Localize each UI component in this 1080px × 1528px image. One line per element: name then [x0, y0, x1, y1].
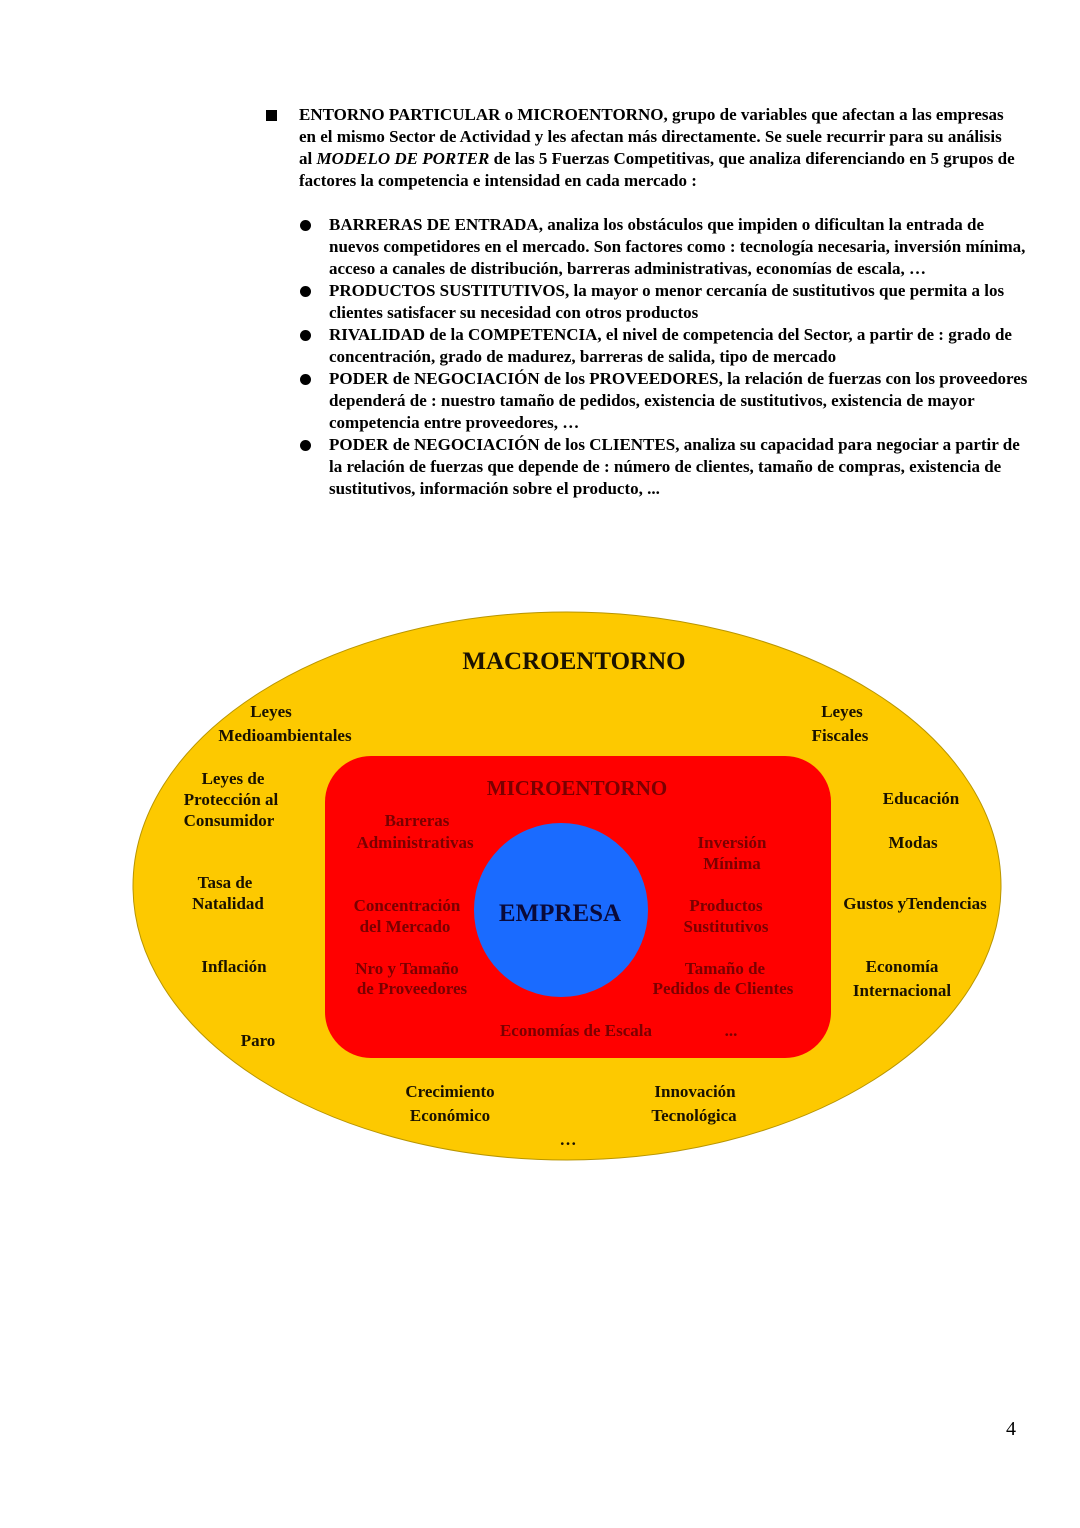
list-item: PODER de NEGOCIACIÓN de los PROVEEDORES,…	[300, 368, 1046, 434]
micro-proveedores-2: de Proveedores	[357, 979, 468, 998]
force-barreras-entrada: BARRERAS DE ENTRADA, analiza los obstácu…	[329, 215, 1026, 278]
text-section: ENTORNO PARTICULAR o MICROENTORNO, grupo…	[266, 104, 1046, 500]
bullet-dot-icon	[300, 286, 311, 297]
macro-innovacion-2: Tecnológica	[651, 1106, 737, 1125]
macro-ellipsis: …	[560, 1130, 577, 1149]
macro-modas: Modas	[888, 833, 938, 852]
micro-economias-escala: Economías de Escala	[500, 1021, 653, 1040]
micro-pedidos-2: Pedidos de Clientes	[653, 979, 794, 998]
macro-natalidad-2: Natalidad	[192, 894, 264, 913]
square-bullet-icon	[266, 110, 277, 121]
porter-model-emphasis: MODELO DE PORTER	[316, 149, 490, 168]
bullet-dot-icon	[300, 374, 311, 385]
micro-proveedores-1: Nro y Tamaño	[355, 959, 459, 978]
micro-concentracion-2: del Mercado	[360, 917, 451, 936]
macro-natalidad-1: Tasa de	[198, 873, 253, 892]
macro-proteccion-consumidor-3: Consumidor	[184, 811, 275, 830]
entorno-particular-paragraph: ENTORNO PARTICULAR o MICROENTORNO, grupo…	[299, 104, 1015, 192]
list-item: PRODUCTOS SUSTITUTIVOS, la mayor o menor…	[300, 280, 1046, 324]
macro-leyes-medioambientales-1: Leyes	[250, 702, 292, 721]
intro-text-after: de las 5 Fuerzas Competitivas, que anali…	[299, 149, 1015, 190]
macro-crecimiento-2: Económico	[410, 1106, 490, 1125]
micro-concentracion-1: Concentración	[354, 896, 461, 915]
macro-leyes-fiscales-1: Leyes	[821, 702, 863, 721]
macro-innovacion-1: Innovación	[654, 1082, 736, 1101]
micro-sustitutivos-1: Productos	[689, 896, 763, 915]
bullet-dot-icon	[300, 220, 311, 231]
micro-inversion-2: Mínima	[703, 854, 761, 873]
microentorno-title: MICROENTORNO	[487, 776, 667, 800]
micro-pedidos-1: Tamaño de	[685, 959, 766, 978]
empresa-circle	[474, 823, 648, 997]
entorno-particular-item: ENTORNO PARTICULAR o MICROENTORNO, grupo…	[266, 104, 1046, 192]
macro-gustos-tendencias: Gustos yTendencias	[843, 894, 987, 913]
bullet-dot-icon	[300, 330, 311, 341]
empresa-label: EMPRESA	[499, 900, 621, 927]
micro-sustitutivos-2: Sustitutivos	[683, 917, 768, 936]
macro-proteccion-consumidor-2: Protección al	[184, 790, 279, 809]
intro-text-before: ENTORNO PARTICULAR o MICROENTORNO, grupo…	[299, 105, 1004, 168]
force-poder-clientes: PODER de NEGOCIACIÓN de los CLIENTES, an…	[329, 435, 1020, 498]
macro-educacion: Educación	[883, 789, 960, 808]
macro-leyes-fiscales-2: Fiscales	[812, 726, 869, 745]
micro-inversion-1: Inversión	[698, 833, 768, 852]
macro-economia-internacional-1: Economía	[866, 957, 939, 976]
macro-inflacion: Inflación	[201, 957, 267, 976]
list-item: RIVALIDAD de la COMPETENCIA, el nivel de…	[300, 324, 1046, 368]
force-poder-proveedores: PODER de NEGOCIACIÓN de los PROVEEDORES,…	[329, 369, 1028, 432]
micro-barreras-2: Administrativas	[356, 833, 474, 852]
page-number: 4	[1006, 1418, 1016, 1440]
macro-economia-internacional-2: Internacional	[853, 981, 952, 1000]
list-item: PODER de NEGOCIACIÓN de los CLIENTES, an…	[300, 434, 1046, 500]
micro-barreras-1: Barreras	[385, 811, 450, 830]
micro-ellipsis: ...	[725, 1021, 738, 1040]
force-productos-sustitutivos: PRODUCTOS SUSTITUTIVOS, la mayor o menor…	[329, 281, 1005, 322]
force-rivalidad: RIVALIDAD de la COMPETENCIA, el nivel de…	[329, 325, 1012, 366]
macroentorno-title: MACROENTORNO	[462, 648, 685, 675]
macro-paro: Paro	[241, 1031, 276, 1050]
macro-leyes-medioambientales-2: Medioambientales	[218, 726, 352, 745]
list-item: BARRERAS DE ENTRADA, analiza los obstácu…	[300, 214, 1046, 280]
porter-forces-list: BARRERAS DE ENTRADA, analiza los obstácu…	[300, 214, 1046, 500]
macro-crecimiento-1: Crecimiento	[405, 1082, 494, 1101]
macro-proteccion-consumidor-1: Leyes de	[202, 769, 265, 788]
bullet-dot-icon	[300, 440, 311, 451]
